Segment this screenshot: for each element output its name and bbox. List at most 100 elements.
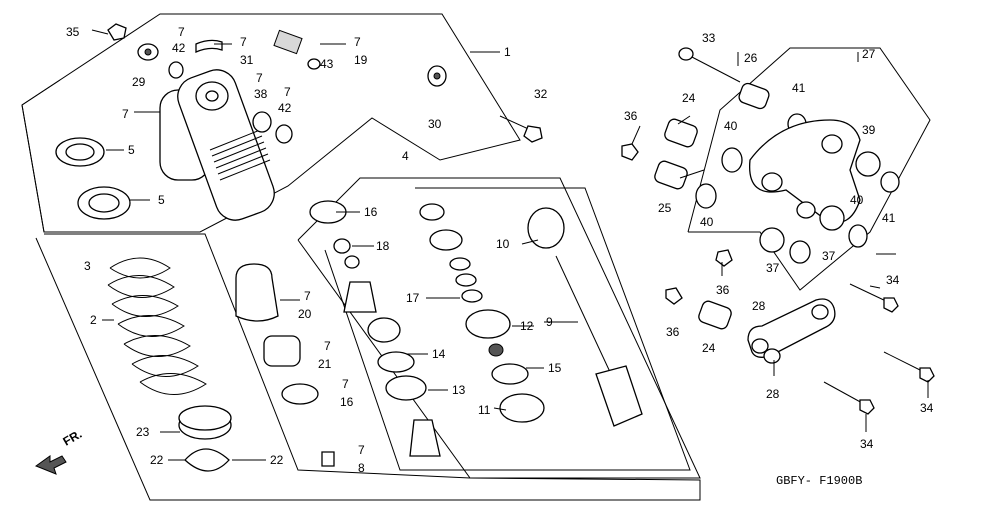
callout-7i: 7	[358, 443, 365, 457]
damper-kit-outline	[297, 177, 701, 479]
arm-27-hole-2-icon	[821, 134, 843, 154]
callout-31: 31	[240, 53, 254, 67]
valve-8-icon	[321, 451, 335, 467]
callout-11: 11	[478, 403, 491, 417]
cap-11-icon	[499, 393, 545, 423]
leader-lines	[91, 29, 929, 461]
oring-15-icon	[491, 363, 529, 385]
collar-30-hole-icon	[433, 72, 441, 80]
callout-7a: 7	[178, 25, 185, 39]
bolt-33-shaft-icon	[689, 55, 741, 83]
arm-27-hole-3-icon	[796, 201, 816, 219]
callout-36b: 36	[716, 283, 730, 297]
callout-33: 33	[702, 31, 716, 45]
shock-coil-icon	[209, 129, 271, 181]
bolt-34b-head-icon	[919, 367, 935, 383]
callout-27: 27	[862, 47, 876, 61]
piston-12-icon	[465, 309, 511, 339]
callout-42b: 42	[278, 101, 292, 115]
front-label: FR.	[61, 427, 85, 449]
callout-9: 9	[546, 315, 553, 329]
callout-2: 2	[90, 313, 97, 327]
rod-clevis-9-icon	[595, 365, 643, 427]
callout-5a: 5	[128, 143, 135, 157]
callout-16a: 16	[364, 205, 378, 219]
callout-40a: 40	[724, 119, 738, 133]
seal-40c-icon	[848, 224, 868, 248]
callout-1: 1	[504, 45, 511, 59]
bearing-38-icon	[252, 111, 272, 133]
callout-34b: 34	[920, 401, 934, 415]
bushing-29-hole-icon	[144, 48, 152, 56]
shock-body-outline	[35, 233, 701, 501]
callout-5b: 5	[158, 193, 165, 207]
callout-23: 23	[136, 425, 150, 439]
callout-10: 10	[496, 237, 510, 251]
callout-32: 32	[534, 87, 548, 101]
washer-col-3-icon	[449, 257, 471, 271]
nut-12-icon	[488, 343, 504, 357]
callout-22a: 22	[150, 453, 164, 467]
bearing-40b-icon	[695, 183, 717, 209]
callout-12: 12	[520, 319, 534, 333]
bearing-40a-icon	[721, 147, 743, 173]
callout-3: 3	[84, 259, 91, 273]
spring-seat-23b-icon	[178, 405, 232, 431]
seal-13-icon	[385, 375, 427, 401]
oring-43-icon	[307, 58, 321, 70]
callout-34c: 34	[860, 437, 874, 451]
rod-28-hole-2-icon	[811, 304, 829, 320]
callout-7d: 7	[122, 107, 129, 121]
callout-13: 13	[452, 383, 466, 397]
callout-7g: 7	[324, 339, 331, 353]
callout-26: 26	[744, 51, 758, 65]
bolt-34a-head-icon	[883, 297, 899, 313]
rod-28-hole-3-icon	[763, 348, 781, 364]
callout-41b: 41	[882, 211, 896, 225]
oring-14-icon	[377, 351, 415, 373]
bumper-rubber-icon	[409, 419, 441, 457]
washer-stack-1-icon	[344, 255, 360, 269]
bearing-39-icon	[855, 151, 881, 177]
seal-40-icon	[789, 240, 811, 264]
nut-18-icon	[333, 238, 351, 254]
bolt-33-head-icon	[678, 47, 694, 61]
callout-41a: 41	[792, 81, 806, 95]
callout-18: 18	[376, 239, 390, 253]
callout-4: 4	[402, 149, 409, 163]
clip-16b-icon	[281, 383, 319, 405]
callout-19: 19	[354, 53, 368, 67]
bump-rubber-20-icon	[235, 263, 279, 322]
callout-36a: 36	[624, 109, 638, 123]
adjuster-19-icon	[273, 29, 303, 55]
collar-26-icon	[738, 82, 770, 110]
collar-24b-icon	[698, 300, 732, 330]
callout-7e: 7	[284, 85, 291, 99]
bolt-34a-shaft-icon	[849, 283, 889, 303]
callout-22b: 22	[270, 453, 284, 467]
callout-43: 43	[320, 57, 334, 71]
callout-28b: 28	[766, 387, 780, 401]
callout-34a: 34	[886, 273, 900, 287]
cap-36c-icon	[665, 287, 683, 305]
shock-eye-hole-icon	[205, 90, 219, 102]
callout-20: 20	[298, 307, 312, 321]
callout-14: 14	[432, 347, 446, 361]
rod-28-hole-1-icon	[751, 338, 769, 354]
cap-10-icon	[527, 207, 565, 249]
seal-41b-icon	[880, 171, 900, 193]
callout-8: 8	[358, 461, 365, 475]
cap-36a-icon	[621, 143, 639, 161]
callout-7h: 7	[342, 377, 349, 391]
stopper-22-icon	[184, 448, 230, 472]
bearing-37a-icon	[759, 227, 785, 253]
callout-40c: 40	[850, 193, 864, 207]
bolt-34b-shaft-icon	[883, 351, 925, 373]
washer-col-4-icon	[455, 273, 477, 287]
callout-35: 35	[66, 25, 80, 39]
bumper-stack-icon	[343, 281, 377, 313]
callout-24b: 24	[702, 341, 716, 355]
diagram-code: GBFY- F1900B	[776, 474, 862, 488]
callout-38: 38	[254, 87, 268, 101]
